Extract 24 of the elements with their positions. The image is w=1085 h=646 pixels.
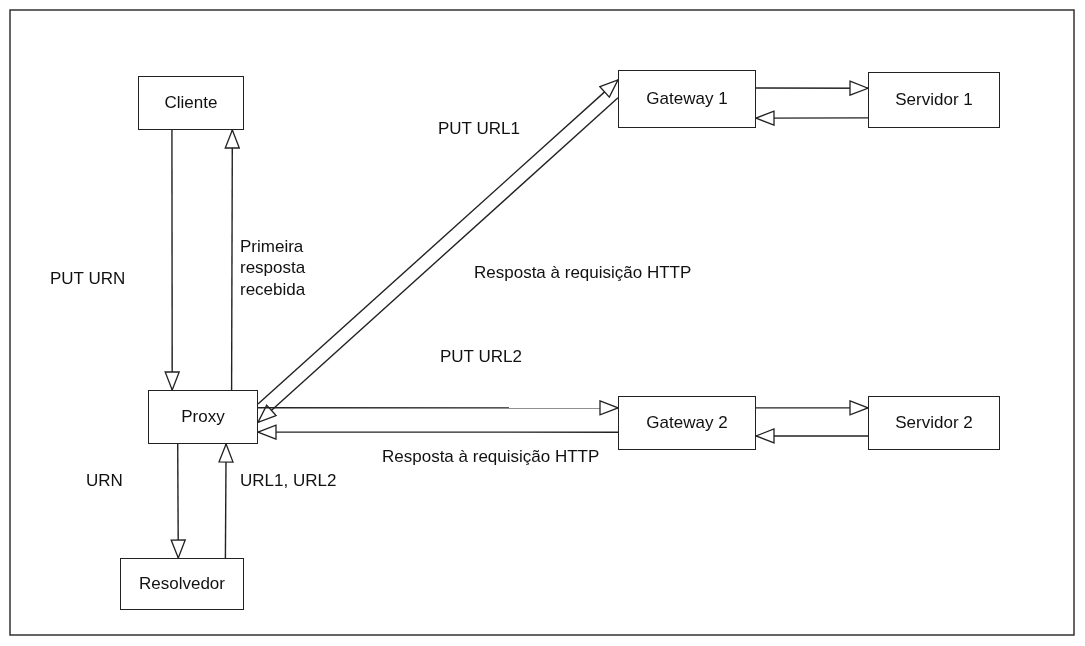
arrow (170, 443, 186, 559)
box-label: Gateway 1 (646, 89, 728, 109)
box-label: Gateway 2 (646, 413, 728, 433)
arrow (755, 428, 869, 444)
process-box (120, 558, 244, 610)
process-box (618, 396, 756, 450)
arrow (755, 80, 869, 96)
process-box (868, 72, 1000, 128)
box-label: Resolvedor (139, 574, 225, 594)
process-box (868, 396, 1000, 450)
arrow (224, 129, 240, 391)
process-box (138, 76, 244, 130)
arrow (755, 400, 869, 416)
box-label: Servidor 1 (895, 90, 973, 110)
process-box (148, 390, 258, 444)
arrow (257, 400, 619, 416)
process-box (618, 70, 756, 128)
arrow (755, 110, 869, 126)
arrow (164, 129, 180, 391)
box-label: Servidor 2 (895, 413, 973, 433)
box-label: Proxy (181, 407, 225, 427)
box-label: Cliente (164, 93, 218, 113)
arrow (257, 424, 619, 440)
arrow (218, 443, 234, 559)
